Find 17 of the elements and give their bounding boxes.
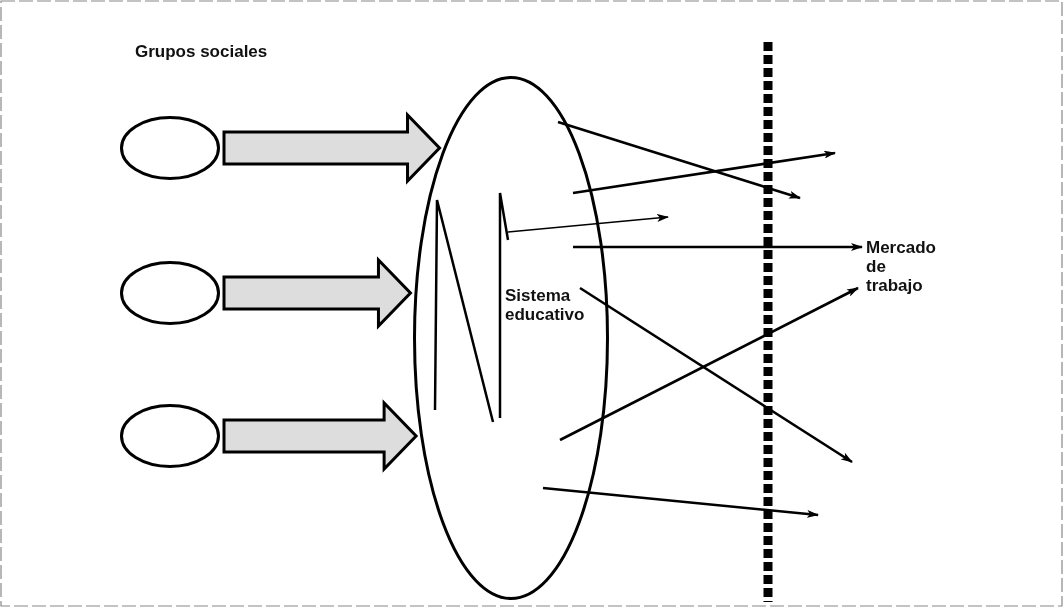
block-arrow [222,256,413,330]
block-arrow [222,111,442,185]
arrow [542,486,819,518]
arrow [572,150,836,195]
system-ellipse [413,76,609,600]
ellipse-shape [120,261,220,325]
ellipse-shape [120,116,220,180]
arrow [559,286,859,442]
arrow [557,120,801,200]
arrow [579,286,853,464]
arrow [507,214,669,233]
arrow [573,243,863,251]
market-label: Mercado de trabajo [866,238,937,295]
ellipse-shape [120,404,220,468]
group-heading: Grupos sociales [135,42,268,62]
block-arrow [222,399,419,473]
node-label: Sistema educativo [505,286,586,324]
